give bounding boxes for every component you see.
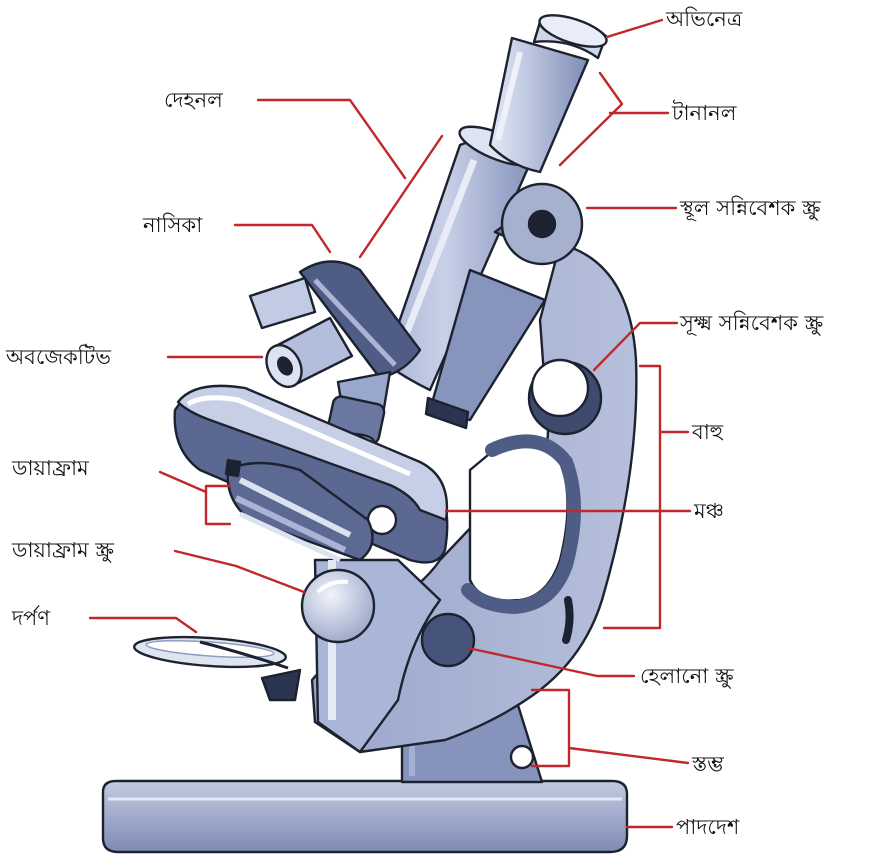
label-diaphragm-screw: ডায়াফ্রাম স্ক্রু	[12, 537, 114, 563]
label-fine-adjustment: সূক্ষ্ম সন্নিবেশক স্ক্রু	[680, 310, 823, 336]
leader-nosepiece	[235, 225, 330, 252]
leader-diaphragm	[160, 472, 230, 524]
leader-eyepiece	[607, 20, 662, 37]
fine-adjustment-knob	[529, 360, 601, 434]
label-diaphragm: ডায়াফ্রাম	[12, 455, 89, 481]
leader-body-tube	[258, 100, 442, 257]
label-inclination-joint: হেলানো স্ক্রু	[640, 663, 734, 689]
microscope-mirror	[133, 633, 300, 700]
leader-diaphragm-screw	[175, 551, 304, 592]
label-base: পাদদেশ	[676, 814, 739, 840]
label-stage: মঞ্চ	[694, 498, 724, 524]
label-body-tube: দেহনল	[164, 87, 223, 113]
label-nosepiece: নাসিকা	[143, 212, 202, 238]
leader-mirror	[90, 618, 196, 632]
label-coarse-adjustment: স্থূল সন্নিবেশক স্ক্রু	[680, 195, 821, 221]
leader-pillar	[532, 690, 688, 766]
label-pillar: স্তম্ভ	[692, 751, 724, 777]
label-eyepiece: অভিনেত্র	[666, 6, 742, 32]
label-objective: অবজেকটিভ	[6, 344, 111, 370]
inclination-joint	[422, 614, 474, 666]
microscope-base	[103, 781, 627, 852]
label-arm: বাহু	[692, 419, 723, 445]
label-mirror: দর্পণ	[12, 605, 50, 631]
label-draw-tube: টানানল	[672, 100, 736, 126]
diaphragm-screw	[302, 570, 374, 642]
